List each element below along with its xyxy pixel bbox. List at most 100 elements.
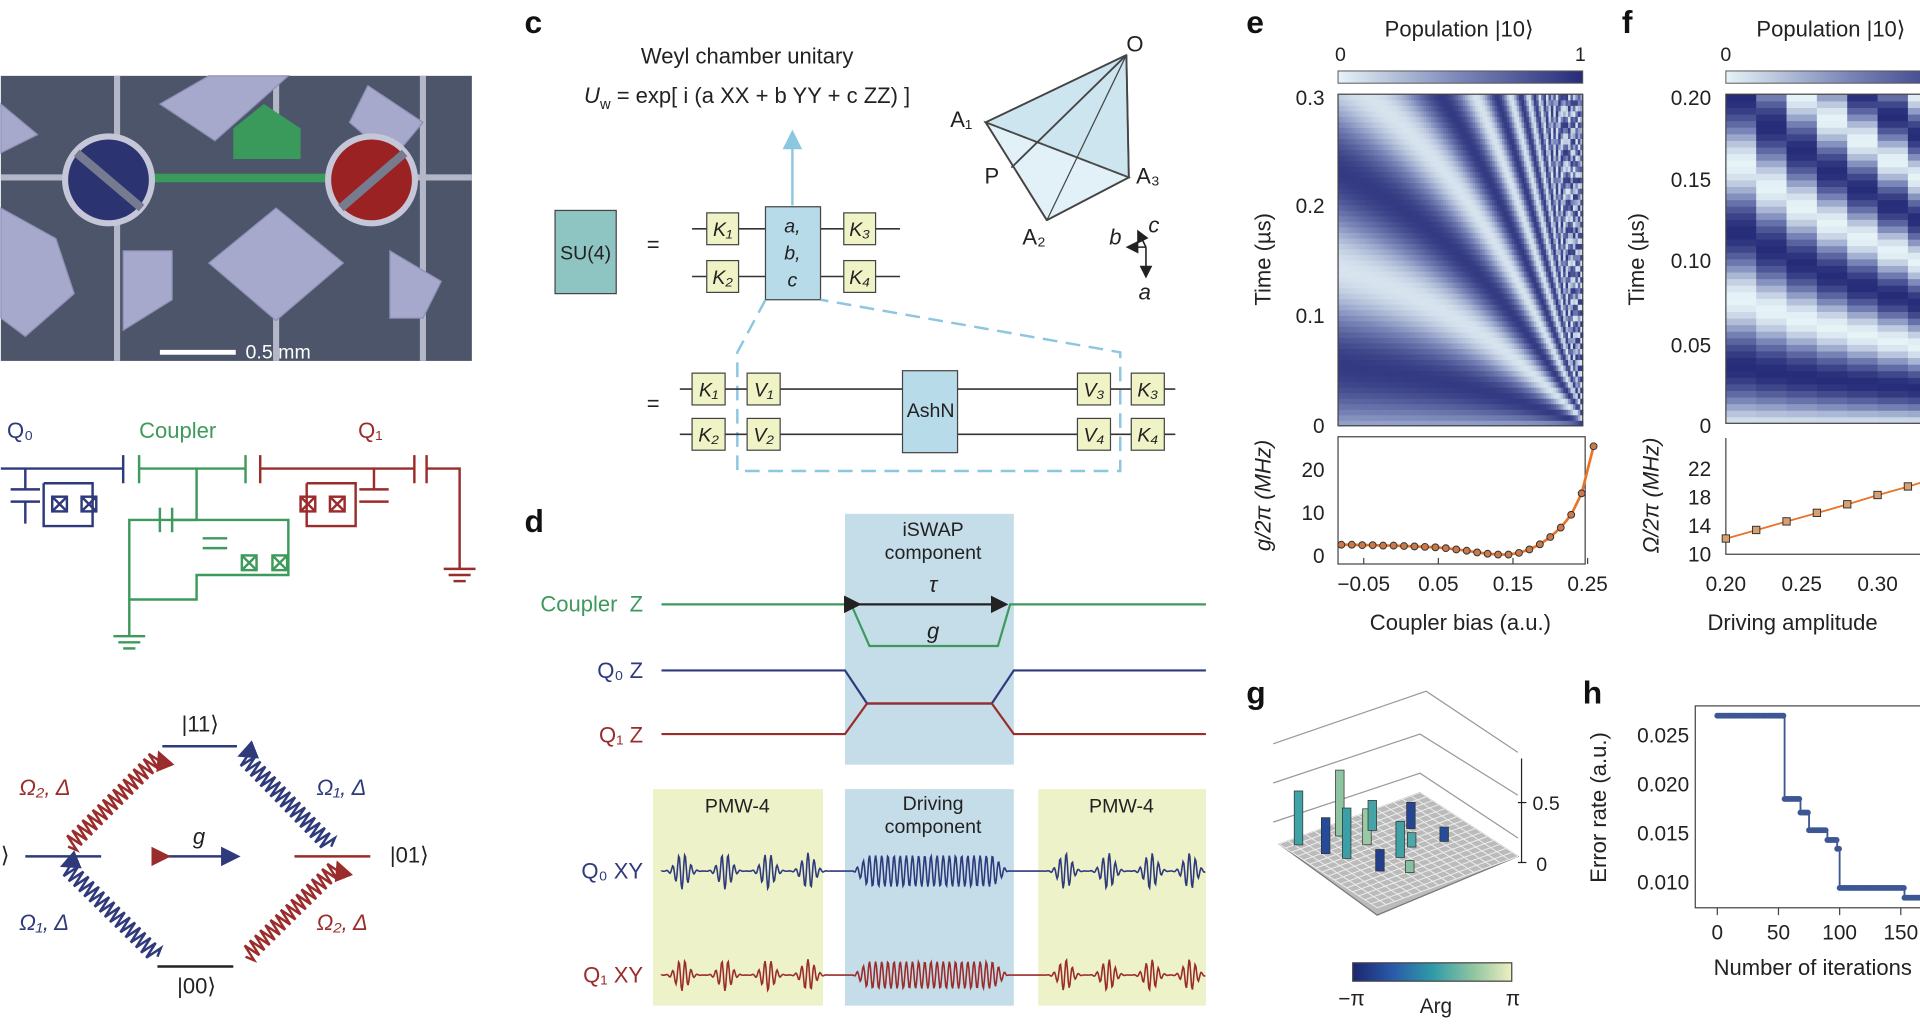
heatmap-e-cell bbox=[1408, 105, 1413, 112]
heatmap-e-cell bbox=[1345, 364, 1349, 372]
heatmap-e-cell bbox=[1364, 398, 1369, 405]
heatmap-e-cell bbox=[1499, 359, 1503, 366]
gate2-v1-box bbox=[746, 372, 781, 406]
heatmap-e-cell bbox=[1345, 132, 1349, 140]
heatmap-e-cell bbox=[1453, 409, 1457, 416]
heatmap-e-cell bbox=[1519, 210, 1523, 217]
heatmap-e-cell bbox=[1413, 293, 1417, 300]
heatmap-e-cell bbox=[1379, 149, 1383, 156]
heatmap-e-cell bbox=[1435, 398, 1439, 405]
heatmap-e-cell bbox=[1492, 287, 1496, 294]
heatmap-e-cell bbox=[1418, 166, 1422, 173]
heatmap-e-cell bbox=[1521, 381, 1525, 388]
heatmap-e-cell bbox=[1372, 166, 1376, 173]
heatmap-e-cell bbox=[1423, 204, 1427, 211]
heatmap-e-cell bbox=[1528, 392, 1532, 399]
heatmap-e-cell bbox=[1347, 414, 1351, 421]
heatmap-e-cell bbox=[1497, 276, 1501, 283]
heatmap-e-cell bbox=[1399, 248, 1403, 256]
heatmap-e-cell bbox=[1352, 359, 1356, 366]
heatmap-e-cell bbox=[1445, 403, 1449, 410]
heatmap-e-cell bbox=[1367, 121, 1371, 128]
heatmap-e-cell bbox=[1399, 326, 1403, 333]
heatmap-e-cell bbox=[1457, 304, 1461, 311]
heatmap-e-cell bbox=[1465, 132, 1469, 140]
heatmap-e-cell bbox=[1342, 138, 1346, 145]
heatmap-e-cell bbox=[1506, 237, 1510, 245]
heatmap-e-cell bbox=[1499, 116, 1503, 123]
heatmap-e-cell bbox=[1406, 143, 1410, 151]
heatmap-e-cell bbox=[1501, 364, 1506, 372]
heatmap-e-cell bbox=[1479, 160, 1484, 167]
heatmap-e-cell bbox=[1477, 326, 1481, 333]
heatmap-e-cell bbox=[1389, 420, 1393, 427]
heatmap-e-cell bbox=[1514, 215, 1518, 222]
heatmap-e-cell bbox=[1516, 215, 1520, 222]
heatmap-e-cell bbox=[1426, 143, 1430, 151]
heatmap-e-cell bbox=[1465, 248, 1469, 256]
heatmap-e-cell bbox=[1408, 331, 1413, 338]
heatmap-e-cell bbox=[1523, 381, 1528, 388]
heatmap-e-cell bbox=[1509, 254, 1513, 261]
heatmap-e-cell bbox=[1418, 342, 1422, 350]
heatmap-e-cell bbox=[1511, 414, 1515, 421]
heatmap-e-cell bbox=[1418, 331, 1422, 338]
heatmap-e-cell bbox=[1440, 171, 1444, 178]
heatmap-e-cell bbox=[1382, 276, 1386, 283]
heatmap-e-cell bbox=[1506, 171, 1510, 178]
heatmap-e-cell bbox=[1352, 420, 1356, 427]
heatmap-e-cell bbox=[1433, 254, 1437, 261]
heatmap-e-cell bbox=[1450, 337, 1454, 344]
heatmap-e-cell bbox=[1389, 182, 1393, 189]
heatmap-e-cell bbox=[1521, 403, 1525, 410]
heatmap-e-cell bbox=[1357, 315, 1361, 322]
heatmap-e-cell bbox=[1482, 248, 1486, 256]
heatmap-e-cell bbox=[1448, 276, 1452, 283]
heatmap-e-cell bbox=[1433, 337, 1437, 344]
heatmap-e-cell bbox=[1408, 287, 1413, 294]
heatmap-e-cell bbox=[1357, 276, 1361, 283]
heatmap-e-cell bbox=[1501, 226, 1506, 233]
heatmap-e-cell bbox=[1497, 287, 1501, 294]
heatmap-e-cell bbox=[1501, 414, 1506, 421]
heatmap-e-cell bbox=[1506, 182, 1510, 189]
heatmap-e-cell bbox=[1519, 409, 1523, 416]
heatmap-e-cell bbox=[1340, 359, 1344, 366]
heatmap-e-cell bbox=[1475, 177, 1479, 184]
heatmap-e-cell bbox=[1416, 105, 1420, 112]
heatmap-e-cell bbox=[1384, 94, 1388, 101]
heatmap-e-cell bbox=[1364, 248, 1369, 256]
vertex-a3: A₃ bbox=[1136, 164, 1160, 189]
heatmap-e-cell bbox=[1394, 381, 1398, 388]
heatmap-e-cell bbox=[1350, 420, 1354, 427]
heatmap-e-cell bbox=[1477, 342, 1481, 350]
heatmap-e-cell bbox=[1416, 420, 1420, 427]
heatmap-e-cell bbox=[1408, 248, 1413, 256]
heatmap-e-cell bbox=[1487, 232, 1491, 239]
heatmap-e-cell bbox=[1352, 248, 1356, 256]
heatmap-e-cell bbox=[1494, 359, 1498, 366]
heatmap-e-cell bbox=[1345, 282, 1349, 289]
heatmap-e-cell bbox=[1472, 204, 1476, 211]
heatmap-e-cell bbox=[1377, 121, 1381, 128]
heatmap-e-cell bbox=[1426, 110, 1430, 117]
heatmap-e-cell bbox=[1506, 320, 1510, 327]
heatmap-e-cell bbox=[1536, 320, 1540, 327]
heatmap-e-cell bbox=[1511, 320, 1515, 327]
heatmap-e-cell bbox=[1492, 160, 1496, 167]
heatmap-e-cell bbox=[1431, 337, 1435, 344]
heatmap-e-cell bbox=[1516, 193, 1520, 200]
heatmap-e-cell bbox=[1501, 171, 1506, 178]
heatmap-e-cell bbox=[1470, 232, 1474, 239]
heatmap-e-cell bbox=[1408, 166, 1413, 173]
heatmap-e-cell bbox=[1379, 121, 1383, 128]
heatmap-e-cell bbox=[1460, 265, 1464, 272]
heatmap-e-cell bbox=[1523, 243, 1528, 250]
heatmap-e-cell bbox=[1338, 353, 1342, 361]
heatmap-e-cell bbox=[1470, 265, 1474, 272]
heatmap-e-cell bbox=[1509, 293, 1513, 300]
heatmap-e-cell bbox=[1352, 364, 1356, 372]
heatmap-e-cell bbox=[1382, 337, 1386, 344]
heatmap-e-cell bbox=[1528, 259, 1532, 267]
heatmap-e-cell bbox=[1360, 287, 1364, 294]
